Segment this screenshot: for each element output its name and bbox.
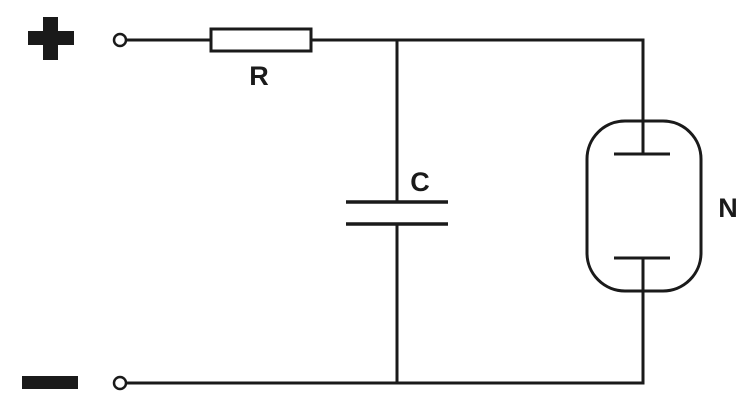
resistor-label: R [249,61,269,91]
positive-terminal [112,32,128,48]
resistor [209,27,313,53]
capacitor-label: C [410,167,430,197]
capacitor [346,200,448,226]
minus-sign-icon [22,376,78,389]
neon-lamp-label: N [718,193,738,223]
plus-sign-icon [28,17,74,60]
neon-lamp [585,119,703,293]
negative-terminal [112,375,128,391]
wires [124,38,645,385]
